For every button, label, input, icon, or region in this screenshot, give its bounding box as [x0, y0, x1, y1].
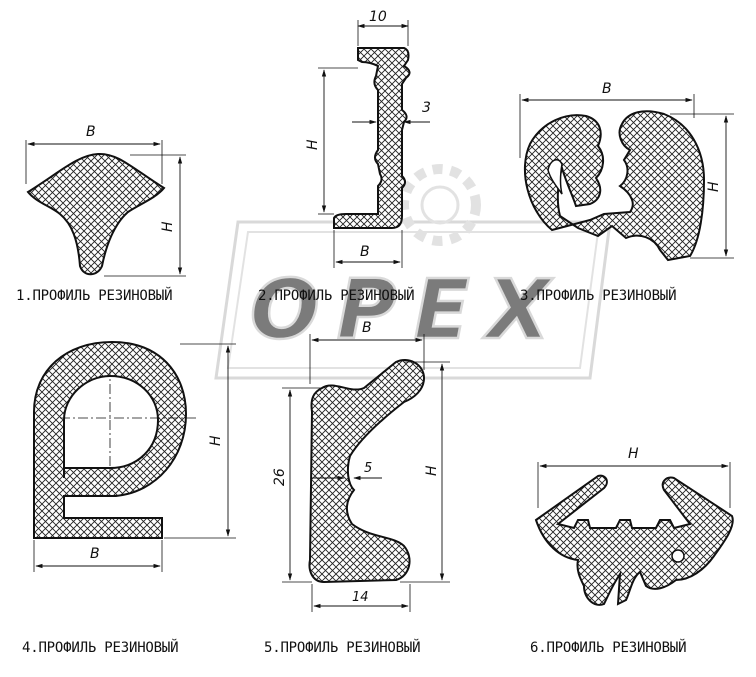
profile-1: B H: [25, 124, 186, 277]
profile-5-shape: [308, 359, 426, 584]
profile-4-shape: [33, 340, 188, 539]
profile-3: B H: [519, 81, 734, 262]
profile-2-shape: [333, 47, 411, 229]
profile-3-caption: 3.ПРОФИЛЬ РЕЗИНОВЫЙ: [520, 288, 677, 304]
profile-2-dim-3: 3: [422, 100, 431, 116]
profile-5-caption: 5.ПРОФИЛЬ РЕЗИНОВЫЙ: [264, 640, 421, 656]
profile-2-dim-b: B: [360, 244, 370, 260]
profile-4-dim-h: H: [208, 435, 224, 446]
profile-5-dim-b: B: [362, 320, 372, 336]
profile-4: H B: [33, 340, 236, 572]
profile-1-dim-b: B: [86, 124, 96, 140]
profile-6-caption: 6.ПРОФИЛЬ РЕЗИНОВЫЙ: [530, 640, 687, 656]
profile-2: 10 H 3 B: [305, 9, 431, 268]
profile-3-shape: [523, 110, 706, 262]
profile-5-dim-h: H: [424, 465, 440, 476]
profile-4-dim-b: B: [90, 546, 100, 562]
profile-5: B 26 5 H 14: [272, 320, 450, 612]
profile-3-dim-h: H: [706, 181, 722, 192]
profile-1-caption: 1.ПРОФИЛЬ РЕЗИНОВЫЙ: [16, 288, 173, 304]
profile-5-dim-14: 14: [352, 590, 369, 605]
profile-6: H: [534, 446, 734, 606]
profile-1-shape: [26, 152, 166, 276]
profile-2-dim-10: 10: [369, 9, 387, 25]
profile-2-dim-h: H: [305, 139, 321, 150]
profile-3-dim-b: B: [602, 81, 612, 97]
watermark-text: OPEX: [250, 263, 554, 358]
profile-5-dim-5: 5: [364, 461, 372, 476]
profile-6-shape: [534, 474, 734, 606]
profile-1-dim-h: H: [160, 221, 176, 232]
profile-2-caption: 2.ПРОФИЛЬ РЕЗИНОВЫЙ: [258, 288, 415, 304]
profile-6-dim-h: H: [628, 446, 639, 462]
profile-4-caption: 4.ПРОФИЛЬ РЕЗИНОВЫЙ: [22, 640, 179, 656]
profile-5-dim-26: 26: [272, 468, 288, 486]
